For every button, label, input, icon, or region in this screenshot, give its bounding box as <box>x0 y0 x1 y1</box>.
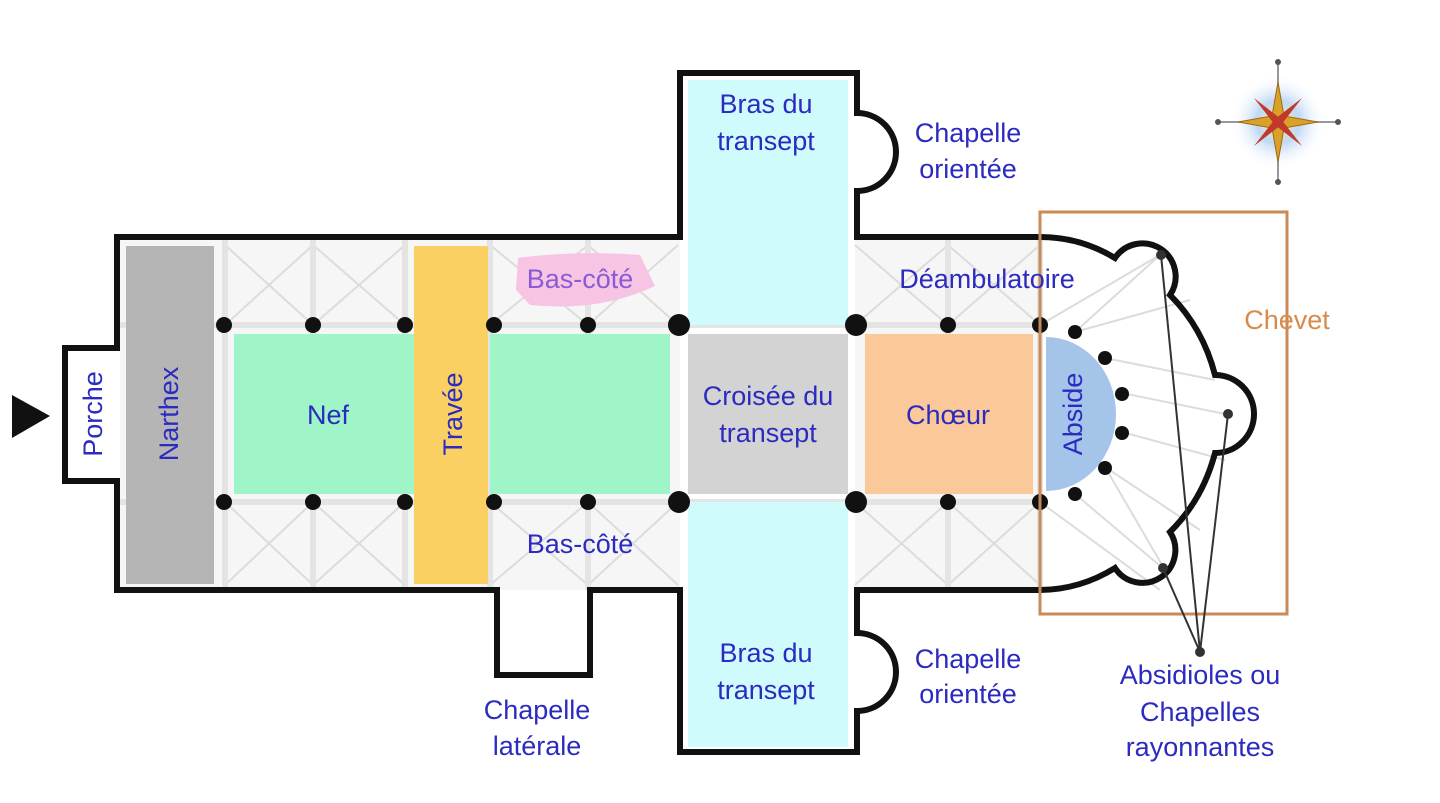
label-chapelle-orientee-bottom-line2: orientée <box>919 679 1017 709</box>
label-deambulatoire: Déambulatoire <box>899 264 1075 294</box>
label-chapelle-laterale-line1: Chapelle <box>484 695 591 725</box>
label-chapelle-orientee-bottom-line1: Chapelle <box>915 644 1022 674</box>
walls <box>62 70 1257 755</box>
label-bas-cote-bottom: Bas-côté <box>527 529 634 559</box>
label-chapelle-orientee-top-line1: Chapelle <box>915 118 1022 148</box>
crossing-zone <box>688 334 848 494</box>
nave-zone-right <box>490 334 670 494</box>
chevet-frame <box>1038 210 1289 616</box>
label-bras-bottom-line1: Bras du <box>719 638 812 668</box>
label-bras-top-line2: transept <box>717 126 815 156</box>
compass-rose-icon <box>1215 59 1341 185</box>
nave-zone-left <box>234 334 414 494</box>
label-nef: Nef <box>307 400 350 430</box>
label-absidioles-line1: Absidioles ou <box>1120 660 1281 690</box>
label-absidioles-line2: Chapelles <box>1140 697 1260 727</box>
label-travee: Travée <box>438 372 468 455</box>
choir-zone <box>865 334 1033 494</box>
label-choeur: Chœur <box>906 400 990 430</box>
label-bras-bottom-line2: transept <box>717 675 815 705</box>
piers <box>216 314 1129 513</box>
label-chapelle-orientee-top-line2: orientée <box>919 154 1017 184</box>
apse-zone <box>1046 337 1116 491</box>
label-croisee-line1: Croisée du <box>703 381 834 411</box>
label-abside: Abside <box>1058 373 1088 456</box>
label-bas-cote-top: Bas-côté <box>527 264 634 294</box>
label-narthex: Narthex <box>154 366 184 461</box>
aisle-highlight <box>516 253 655 307</box>
label-chapelle-laterale-line2: latérale <box>493 731 582 761</box>
transept-arm-north <box>688 80 848 325</box>
narthex-zone <box>126 246 214 584</box>
absidioles-pointers <box>1156 250 1233 657</box>
entrance-arrow-icon <box>12 395 50 438</box>
label-croisee-line2: transept <box>719 418 817 448</box>
label-porche: Porche <box>78 371 108 457</box>
label-bras-top-line1: Bras du <box>719 89 812 119</box>
label-chevet: Chevet <box>1244 305 1330 335</box>
label-absidioles-line3: rayonnantes <box>1126 732 1275 762</box>
bay-zone <box>414 246 488 584</box>
transept-arm-south <box>688 502 848 747</box>
